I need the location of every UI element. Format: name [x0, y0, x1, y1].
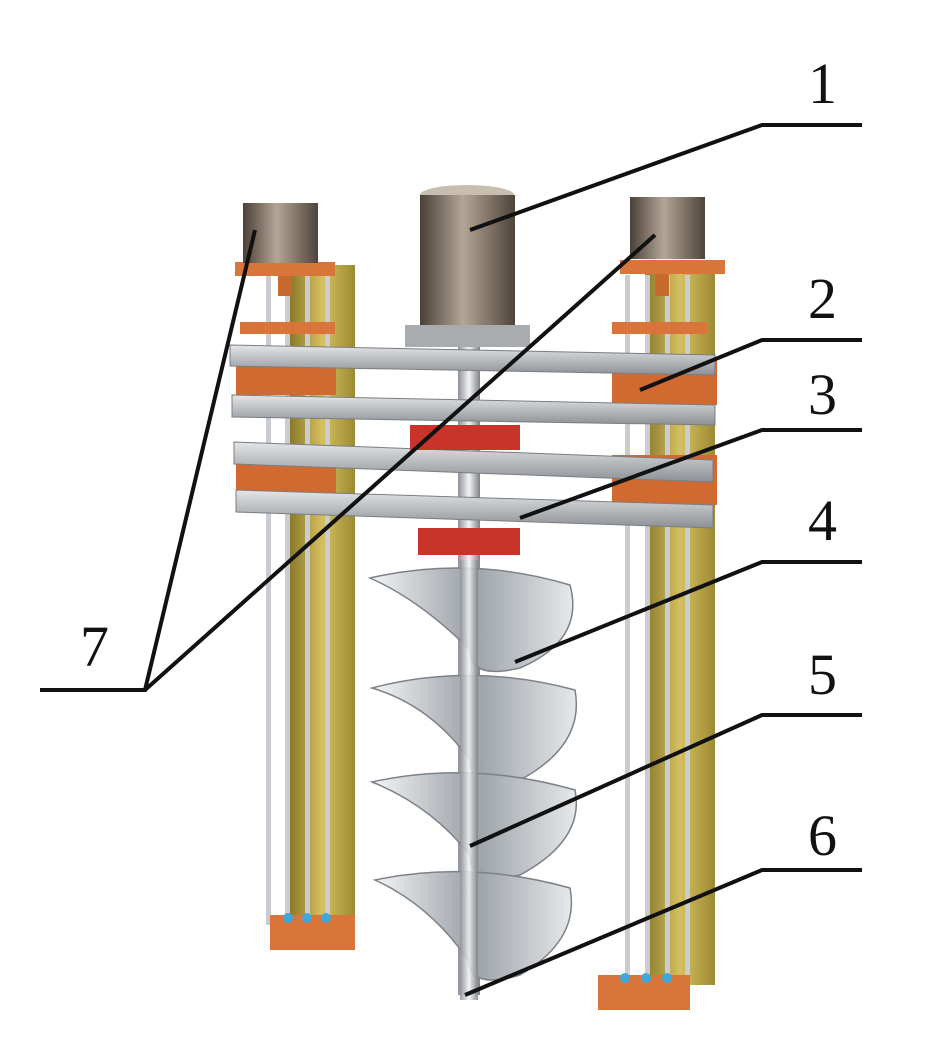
- right-bearing: [662, 973, 672, 983]
- motor-mount: [405, 325, 530, 347]
- crossbeam: [229, 344, 716, 376]
- left-top-plate: [235, 262, 335, 276]
- left-rod: [266, 275, 271, 925]
- leader-lines: [40, 123, 862, 997]
- left-nut-plate: [240, 322, 335, 334]
- right-nut-plate: [612, 322, 707, 334]
- right-rod: [645, 275, 650, 985]
- crossbeam: [231, 394, 716, 426]
- label-4: 4: [808, 488, 837, 553]
- leader-line-3: [519, 428, 862, 520]
- left-rod: [285, 275, 290, 925]
- auger-shaft-front: [460, 560, 478, 1000]
- right-bearing: [641, 973, 651, 983]
- left-bearing: [321, 913, 331, 923]
- leader-line-4: [514, 560, 862, 664]
- right-top-plate: [620, 260, 725, 274]
- drive-motor: [405, 185, 530, 347]
- left-bearing: [283, 913, 293, 923]
- right-rod: [685, 275, 690, 985]
- crossbeam: [235, 489, 714, 529]
- motor-body: [420, 195, 515, 325]
- left-column: [235, 203, 355, 950]
- label-5: 5: [808, 642, 837, 707]
- right-rod: [625, 275, 630, 985]
- leader-line-2: [639, 338, 862, 392]
- leader-line-1: [469, 123, 862, 232]
- left-rod: [325, 275, 330, 925]
- crossbeam-frame: [229, 344, 716, 555]
- left-base-block: [270, 915, 355, 950]
- left-slider-block: [236, 365, 336, 395]
- label-3: 3: [808, 362, 837, 427]
- right-rod: [665, 275, 670, 985]
- label-6: 6: [808, 803, 837, 868]
- crossbeam: [233, 441, 714, 483]
- left-bearing: [302, 913, 312, 923]
- bearing-seat-lower: [418, 528, 520, 555]
- left-rod: [305, 275, 310, 925]
- leader-line-7b: [143, 233, 657, 692]
- label-1: 1: [808, 51, 837, 116]
- label-7: 7: [80, 614, 109, 679]
- right-coupling: [655, 274, 669, 296]
- right-bearing: [620, 973, 630, 983]
- leader-line-5: [469, 713, 862, 848]
- leader-line-6: [464, 868, 862, 997]
- left-coupling: [278, 276, 292, 296]
- label-2: 2: [808, 266, 837, 331]
